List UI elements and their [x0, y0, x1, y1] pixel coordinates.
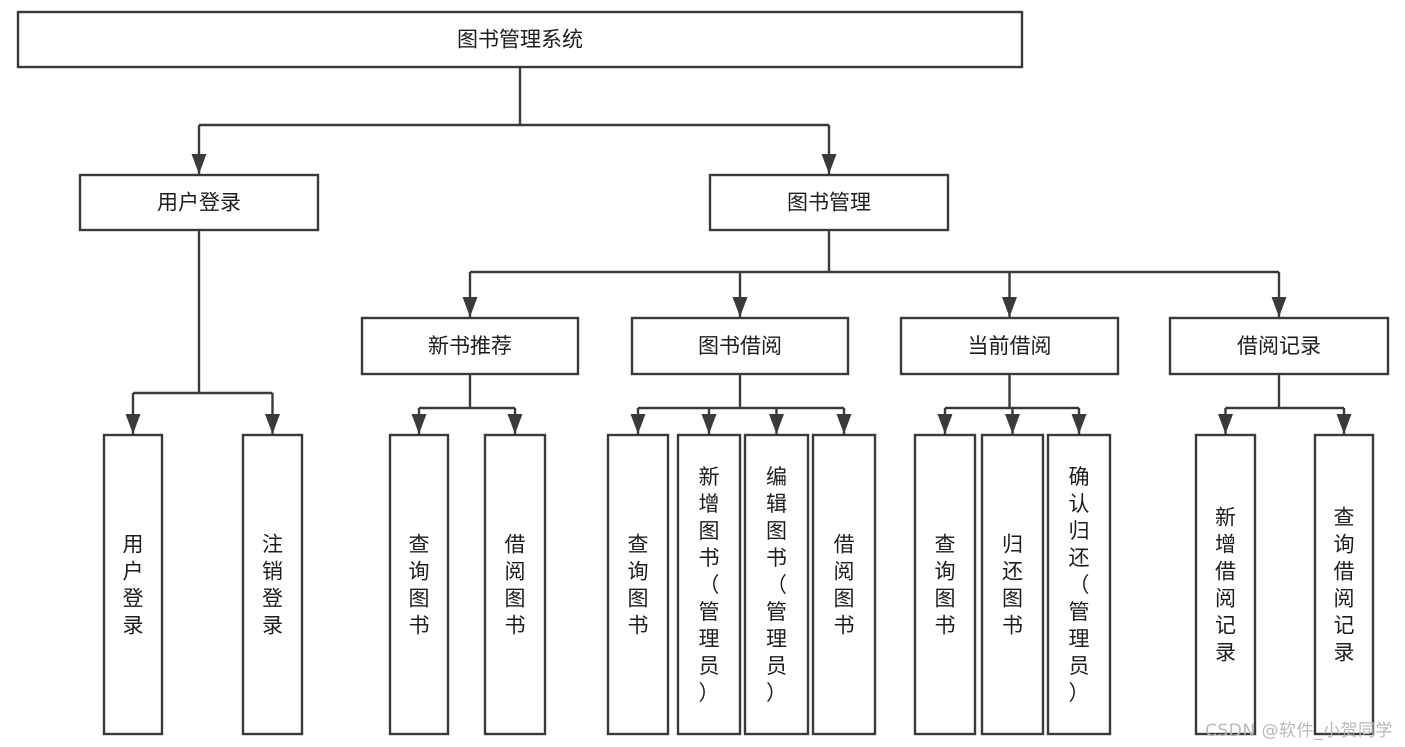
node-leaf-4[interactable]: 查询图书	[606, 433, 670, 736]
arrow-head-icon	[821, 154, 837, 174]
node-label: 查询图书	[409, 533, 430, 638]
node-label: 归还图书	[1002, 533, 1023, 638]
node-label: 借阅图书	[834, 533, 855, 638]
node-label: 图书管理系统	[457, 28, 583, 52]
node-level3-2[interactable]: 当前借阅	[899, 316, 1120, 376]
node-box	[1046, 433, 1112, 736]
node-layer: 图书管理系统用户登录图书管理新书推荐图书借阅当前借阅借阅记录用户登录注销登录查询…	[16, 10, 1390, 736]
node-leaf-2[interactable]: 查询图书	[388, 433, 450, 736]
node-leaf-1[interactable]: 注销登录	[241, 433, 304, 736]
arrow-head-icon	[265, 414, 280, 434]
node-label: 新书推荐	[428, 334, 512, 358]
node-leaf-0[interactable]: 用户登录	[102, 433, 164, 736]
node-label: 图书借阅	[698, 334, 782, 358]
node-label: 借阅图书	[505, 533, 526, 638]
arrow-head-icon	[937, 414, 953, 434]
node-box	[630, 316, 850, 376]
node-leaf-5[interactable]: 新增图书（管理员）	[676, 433, 742, 736]
node-label: 确认归还（管理员）	[1069, 465, 1090, 705]
arrow-head-icon	[1005, 414, 1020, 434]
node-box	[913, 433, 977, 736]
node-box	[708, 173, 950, 232]
node-leaf-11[interactable]: 新增借阅记录	[1194, 433, 1257, 736]
node-level2-0[interactable]: 用户登录	[78, 173, 320, 232]
arrow-head-icon	[125, 414, 141, 434]
arrow-head-icon	[1336, 414, 1352, 434]
arrow-head-icon	[836, 414, 852, 434]
node-label: 编辑图书（管理员）	[766, 465, 787, 705]
node-label: 新增图书（管理员）	[699, 465, 720, 705]
arrow-head-icon	[1071, 414, 1087, 434]
arrow-head-icon	[507, 414, 523, 434]
node-box	[388, 433, 450, 736]
arrow-head-icon	[732, 297, 748, 317]
node-leaf-7[interactable]: 借阅图书	[811, 433, 877, 736]
node-box	[483, 433, 547, 736]
node-level2-1[interactable]: 图书管理	[708, 173, 950, 232]
node-box	[1313, 433, 1375, 736]
node-leaf-10[interactable]: 确认归还（管理员）	[1046, 433, 1112, 736]
node-level3-0[interactable]: 新书推荐	[360, 316, 580, 376]
node-label: 图书管理	[787, 191, 871, 215]
node-leaf-12[interactable]: 查询借阅记录	[1313, 433, 1375, 736]
node-label: 查询图书	[628, 533, 649, 638]
node-label: 当前借阅	[968, 334, 1052, 358]
arrow-head-icon	[191, 154, 207, 174]
node-box	[360, 316, 580, 376]
node-box	[241, 433, 304, 736]
node-box	[606, 433, 670, 736]
node-box	[1168, 316, 1390, 376]
node-label: 查询借阅记录	[1334, 506, 1355, 665]
node-leaf-6[interactable]: 编辑图书（管理员）	[743, 433, 810, 736]
node-box	[811, 433, 877, 736]
node-label: 用户登录	[123, 533, 144, 638]
connector-layer	[125, 67, 1352, 434]
node-box	[1194, 433, 1257, 736]
csdn-watermark: CSDN @软件_小贺同学	[1205, 721, 1393, 741]
node-leaf-8[interactable]: 查询图书	[913, 433, 977, 736]
node-label: 注销登录	[262, 533, 283, 638]
arrow-head-icon	[462, 297, 478, 317]
node-box	[78, 173, 320, 232]
node-level3-1[interactable]: 图书借阅	[630, 316, 850, 376]
arrow-head-icon	[1218, 414, 1233, 434]
node-root-system[interactable]: 图书管理系统	[16, 10, 1024, 69]
node-box	[16, 10, 1024, 69]
arrow-head-icon	[769, 414, 784, 434]
arrow-head-icon	[1271, 297, 1287, 317]
node-box	[102, 433, 164, 736]
arrow-head-icon	[411, 414, 427, 434]
node-box	[676, 433, 742, 736]
node-label: 借阅记录	[1237, 334, 1321, 358]
arrow-head-icon	[701, 414, 717, 434]
node-label: 新增借阅记录	[1215, 506, 1236, 665]
node-label: 用户登录	[157, 191, 241, 215]
node-box	[899, 316, 1120, 376]
node-leaf-9[interactable]: 归还图书	[980, 433, 1045, 736]
node-box	[980, 433, 1045, 736]
node-level3-3[interactable]: 借阅记录	[1168, 316, 1390, 376]
arrow-head-icon	[630, 414, 646, 434]
node-box	[743, 433, 810, 736]
arrow-head-icon	[1002, 297, 1017, 317]
node-leaf-3[interactable]: 借阅图书	[483, 433, 547, 736]
node-label: 查询图书	[935, 533, 956, 638]
